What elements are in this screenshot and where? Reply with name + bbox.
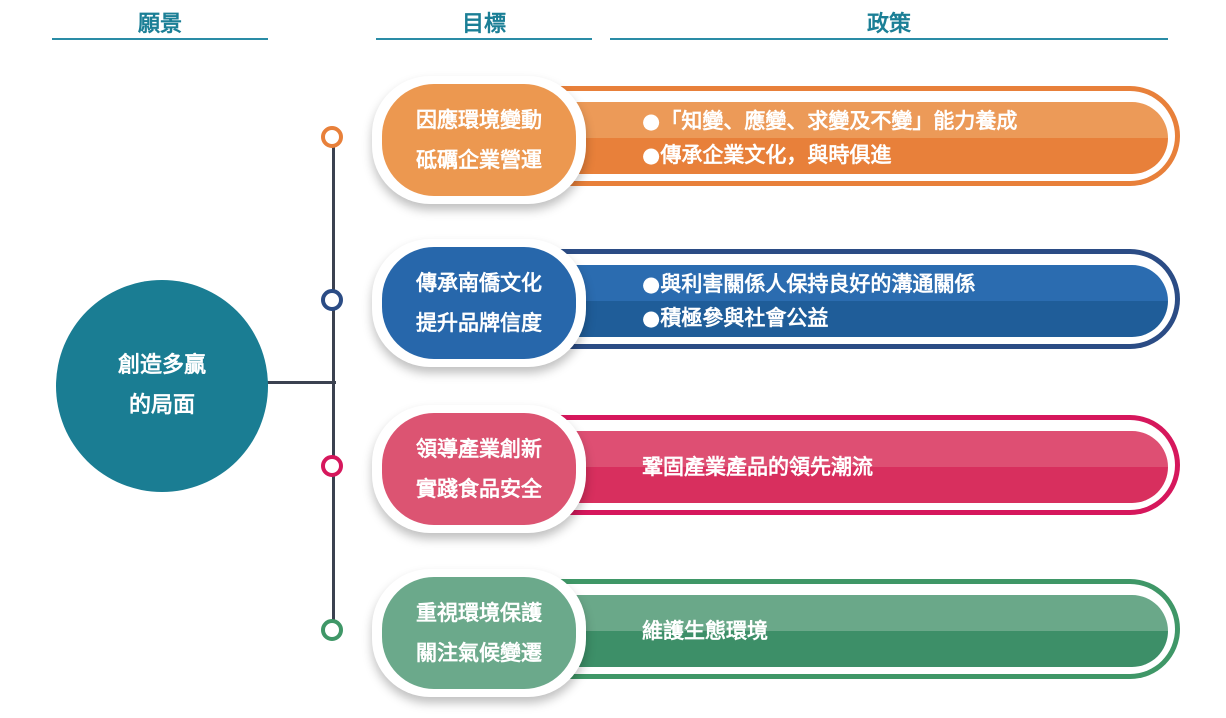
goal-row: ●與利害關係人保持良好的溝通關係 ●積極參與社會公益 傳承南僑文化 提升品牌信度 <box>0 235 1226 367</box>
goal-pill: 因應環境變動 砥礪企業營運 <box>372 76 586 204</box>
goal-pill: 領導產業創新 實踐食品安全 <box>372 405 586 533</box>
timeline-node-icon <box>321 289 343 311</box>
goal-pill: 重視環境保護 關注氣候變遷 <box>372 569 586 697</box>
header-policies-underline <box>610 38 1168 40</box>
timeline-node-icon <box>321 455 343 477</box>
policy-bar <box>570 595 1168 667</box>
policy-bar <box>570 102 1168 174</box>
header-goals-underline <box>376 38 592 40</box>
vision-line-1: 創造多贏 <box>117 353 206 378</box>
goal-line-2: 實踐食品安全 <box>416 477 542 501</box>
goal-line-2: 砥礪企業營運 <box>416 148 542 172</box>
header-goals: 目標 <box>461 12 506 37</box>
timeline-line <box>332 137 335 632</box>
timeline-node-icon <box>321 619 343 641</box>
policy-item: ●「知變、應變、求變及不變」能力養成 <box>642 109 1018 133</box>
policy-item: ●傳承企業文化，與時俱進 <box>642 143 892 167</box>
timeline-node-icon <box>321 126 343 148</box>
goal-line-1: 領導產業創新 <box>416 437 542 461</box>
policy-outline <box>560 415 1180 515</box>
policy-outline <box>560 249 1180 349</box>
goal-line-1: 重視環境保護 <box>416 601 542 625</box>
goal-row: 鞏固產業產品的領先潮流 領導產業創新 實踐食品安全 <box>0 401 1226 533</box>
goal-line-2: 關注氣候變遷 <box>416 641 542 665</box>
policy-outline <box>560 86 1180 186</box>
header-policies: 政策 <box>866 12 911 37</box>
vision-line-2: 的局面 <box>128 393 195 418</box>
policy-item: 維護生態環境 <box>642 619 768 643</box>
policy-outline <box>560 579 1180 679</box>
header-vision: 願景 <box>137 12 182 37</box>
policy-bar <box>570 431 1168 503</box>
goal-row: ●「知變、應變、求變及不變」能力養成 ●傳承企業文化，與時俱進 因應環境變動 砥礪… <box>0 72 1226 204</box>
policy-item: ●與利害關係人保持良好的溝通關係 <box>642 272 976 296</box>
goal-line-1: 因應環境變動 <box>416 108 542 132</box>
policy-bar <box>570 265 1168 337</box>
vision-connector <box>266 381 336 384</box>
policy-item: 鞏固產業產品的領先潮流 <box>642 455 873 479</box>
vision-circle: 創造多贏的局面 <box>56 280 268 492</box>
policy-item: ●積極參與社會公益 <box>642 306 829 330</box>
header-vision-underline <box>52 38 268 40</box>
goal-line-2: 提升品牌信度 <box>416 311 542 335</box>
goal-row: 維護生態環境 重視環境保護 關注氣候變遷 <box>0 565 1226 697</box>
goal-pill: 傳承南僑文化 提升品牌信度 <box>372 239 586 367</box>
goal-line-1: 傳承南僑文化 <box>416 271 542 295</box>
